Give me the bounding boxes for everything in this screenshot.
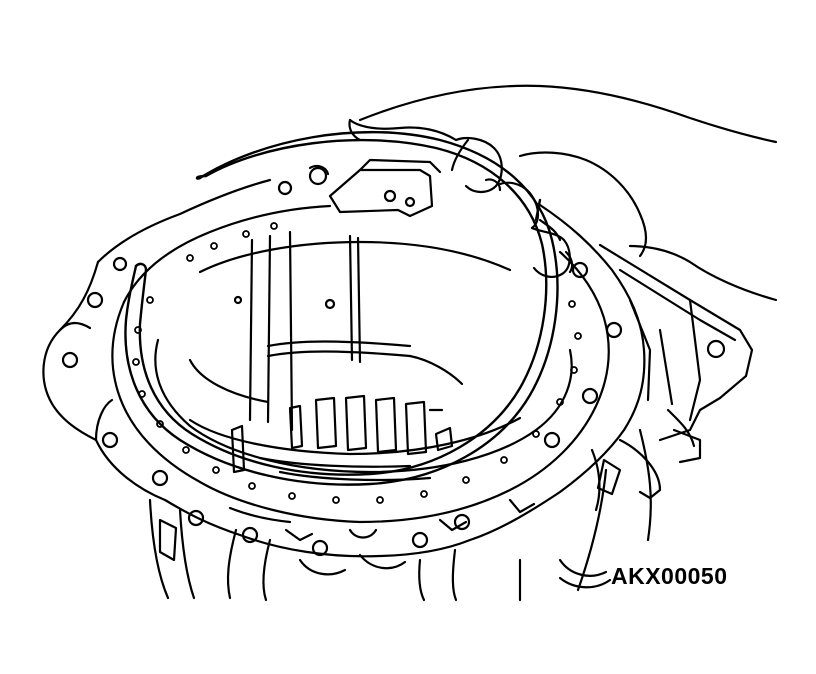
case-flange — [42, 166, 646, 558]
snap-ring — [124, 130, 559, 486]
hand — [348, 84, 778, 302]
clutch-splines — [230, 394, 454, 474]
top-bracket — [308, 158, 442, 218]
figure-code: AKX00050 — [611, 563, 728, 589]
inner-bore — [154, 230, 573, 482]
